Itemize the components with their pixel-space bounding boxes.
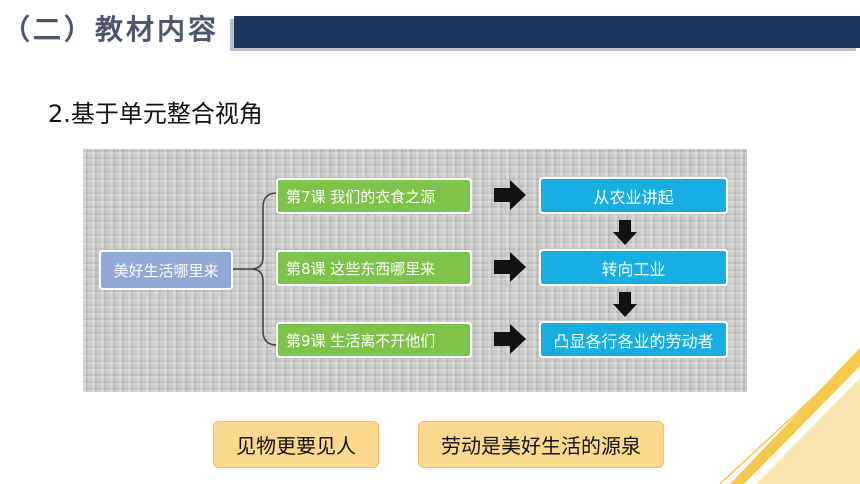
diagram-panel: 美好生活哪里来 第7课 我们的衣食之源 第8课 这些东西哪里来 第9课 生活离不… — [83, 149, 747, 392]
arrow-down-icon — [613, 220, 637, 245]
lesson-label: 第8课 这些东西哪里来 — [286, 259, 436, 278]
section-title: （二）教材内容 — [2, 13, 220, 46]
root-box-label: 美好生活哪里来 — [113, 261, 219, 280]
lesson-box[interactable]: 第7课 我们的衣食之源 — [276, 178, 472, 214]
lesson-label: 第9课 生活离不开他们 — [286, 331, 436, 350]
subtitle: 2.基于单元整合视角 — [48, 100, 263, 128]
lesson-label: 第7课 我们的衣食之源 — [286, 187, 436, 206]
title-bar — [234, 16, 860, 48]
arrow-right-icon — [494, 324, 526, 354]
brace-connector — [233, 192, 278, 346]
outcome-box[interactable]: 转向工业 — [539, 249, 728, 286]
badge-left-label: 见物更要见人 — [236, 434, 356, 458]
corner-decoration — [720, 348, 860, 484]
outcome-label: 从农业讲起 — [593, 187, 674, 207]
arrow-right-icon — [494, 180, 526, 210]
lesson-box[interactable]: 第9课 生活离不开他们 — [276, 322, 472, 358]
arrow-right-icon — [494, 252, 526, 282]
outcome-label: 转向工业 — [601, 259, 666, 279]
arrow-down-icon — [613, 292, 637, 317]
badge-right[interactable]: 劳动是美好生活的源泉 — [418, 421, 664, 468]
badge-right-label: 劳动是美好生活的源泉 — [441, 434, 641, 458]
root-box[interactable]: 美好生活哪里来 — [99, 250, 233, 290]
badge-left[interactable]: 见物更要见人 — [213, 421, 379, 468]
lesson-box[interactable]: 第8课 这些东西哪里来 — [276, 250, 472, 286]
outcome-box[interactable]: 从农业讲起 — [539, 177, 728, 214]
outcome-label: 凸显各行各业的劳动者 — [553, 331, 714, 351]
outcome-box[interactable]: 凸显各行各业的劳动者 — [539, 321, 728, 358]
